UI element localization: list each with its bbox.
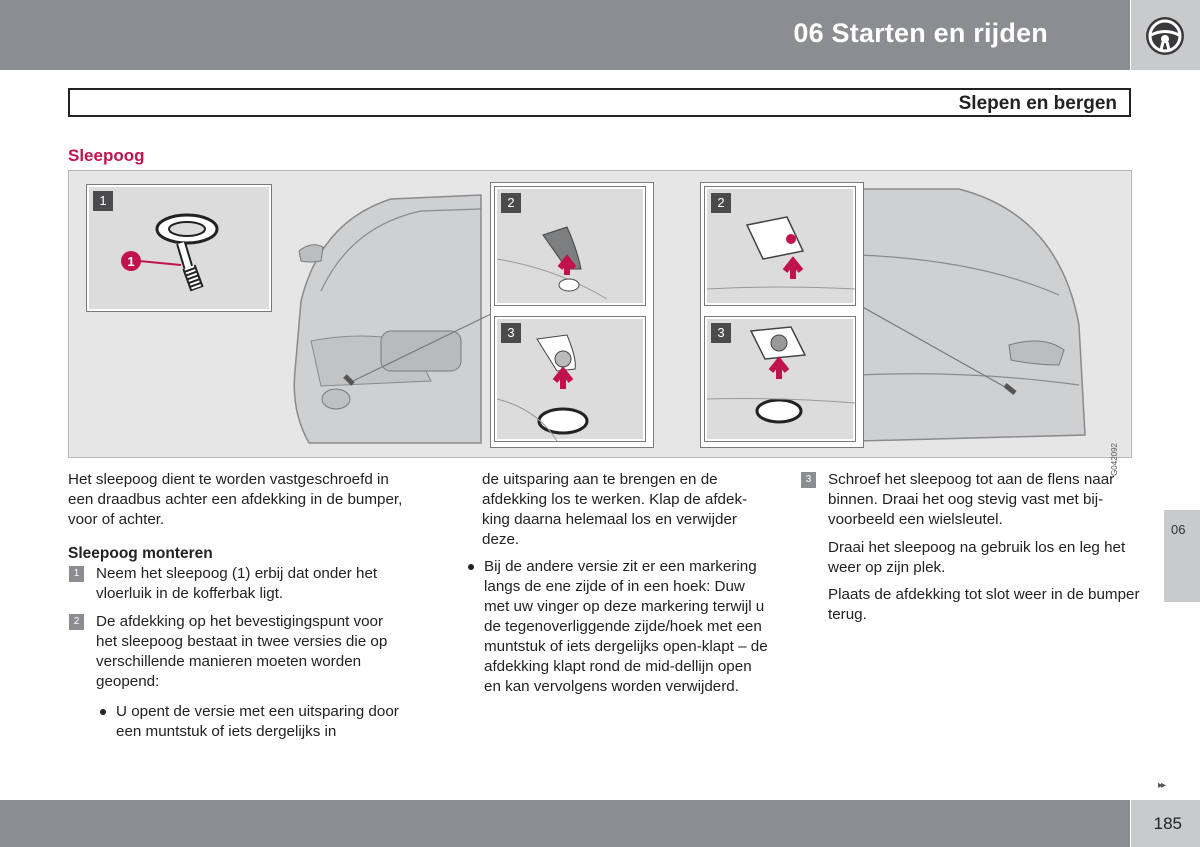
car-rear-drawing <box>858 188 1086 442</box>
panel-step-3-front: 3 <box>494 316 646 442</box>
procedure-heading: Sleepoog monteren <box>68 545 213 562</box>
page-subtitle: Sleepoog <box>68 146 145 165</box>
car-front-drawing <box>293 194 494 444</box>
panel-number: 3 <box>501 323 521 343</box>
page-footer <box>0 800 1130 847</box>
text-column-1: Het sleepoog dient te worden vastgeschro… <box>68 470 408 742</box>
step-2: 2 De afdekking op het bevestigingspunt v… <box>68 612 408 692</box>
callout-number: 1 <box>127 254 134 269</box>
replace-cover-paragraph: Plaats de afdekking tot slot weer in de … <box>828 586 1140 623</box>
chapter-title: 06 Starten en rijden <box>793 18 1048 48</box>
towing-eye-illustration: 1 1 2 3 <box>68 170 1132 476</box>
step-3: 3 Schroef het sleepoog tot aan de flens … <box>800 470 1140 530</box>
step-text: De afdekking op het bevestigingspunt voo… <box>96 613 388 690</box>
chapter-icon-box <box>1131 0 1200 70</box>
panel-number: 1 <box>93 191 113 211</box>
panel-step-2-front: 2 <box>494 186 646 306</box>
cover-open-drawing <box>496 226 608 300</box>
page-number: 185 <box>1153 814 1182 833</box>
step-1: 1 Neem het sleepoog (1) erbij dat onder … <box>68 564 408 604</box>
panel-number: 2 <box>711 193 731 213</box>
panel-step-1: 1 1 <box>86 184 272 312</box>
panel-number: 3 <box>711 323 731 343</box>
after-use-paragraph: Draai het sleepoog na gebruik los en leg… <box>828 539 1126 576</box>
panel-step-2-rear: 2 <box>704 186 856 306</box>
chapter-header: 06 Starten en rijden <box>0 0 1130 70</box>
eye-screw-drawing <box>496 334 589 442</box>
side-tab-label: 06 <box>1171 522 1186 537</box>
bullet-item: Bij de andere versie zit er een markerin… <box>464 557 772 697</box>
section-header: Slepen en bergen <box>68 88 1131 117</box>
panel-number: 2 <box>501 193 521 213</box>
cover-marking-drawing <box>706 216 856 290</box>
eye-screw-rear-drawing <box>706 326 856 424</box>
text-column-3: 3 Schroef het sleepoog tot aan de flens … <box>800 470 1140 632</box>
towing-eye-icon: 1 <box>121 213 219 292</box>
bullet-list: U opent de versie met een uitsparing doo… <box>68 702 408 742</box>
step-number: 1 <box>69 566 84 582</box>
text-column-2: de uitsparing aan te brengen en de afdek… <box>468 470 772 697</box>
panel-group-front: 2 3 <box>490 182 654 448</box>
continued-paragraph: de uitsparing aan te brengen en de afdek… <box>482 471 748 548</box>
steering-wheel-icon <box>1146 17 1184 55</box>
next-page-arrows-icon: ▸▸ <box>1158 780 1166 791</box>
intro-paragraph: Het sleepoog dient te worden vastgeschro… <box>68 471 403 528</box>
step-number: 2 <box>69 614 84 630</box>
chapter-side-tab[interactable]: 06 <box>1164 510 1200 602</box>
panel-step-3-rear: 3 <box>704 316 856 442</box>
step-number: 3 <box>801 472 816 488</box>
page-number-box: 185 <box>1131 800 1200 847</box>
step-text: Schroef het sleepoog tot aan de flens na… <box>828 471 1115 528</box>
section-title: Slepen en bergen <box>958 93 1117 114</box>
bullet-item: U opent de versie met een uitsparing doo… <box>96 702 408 742</box>
step-text: Neem het sleepoog (1) erbij dat onder he… <box>96 565 378 602</box>
panel-group-rear: 2 3 <box>700 182 864 448</box>
